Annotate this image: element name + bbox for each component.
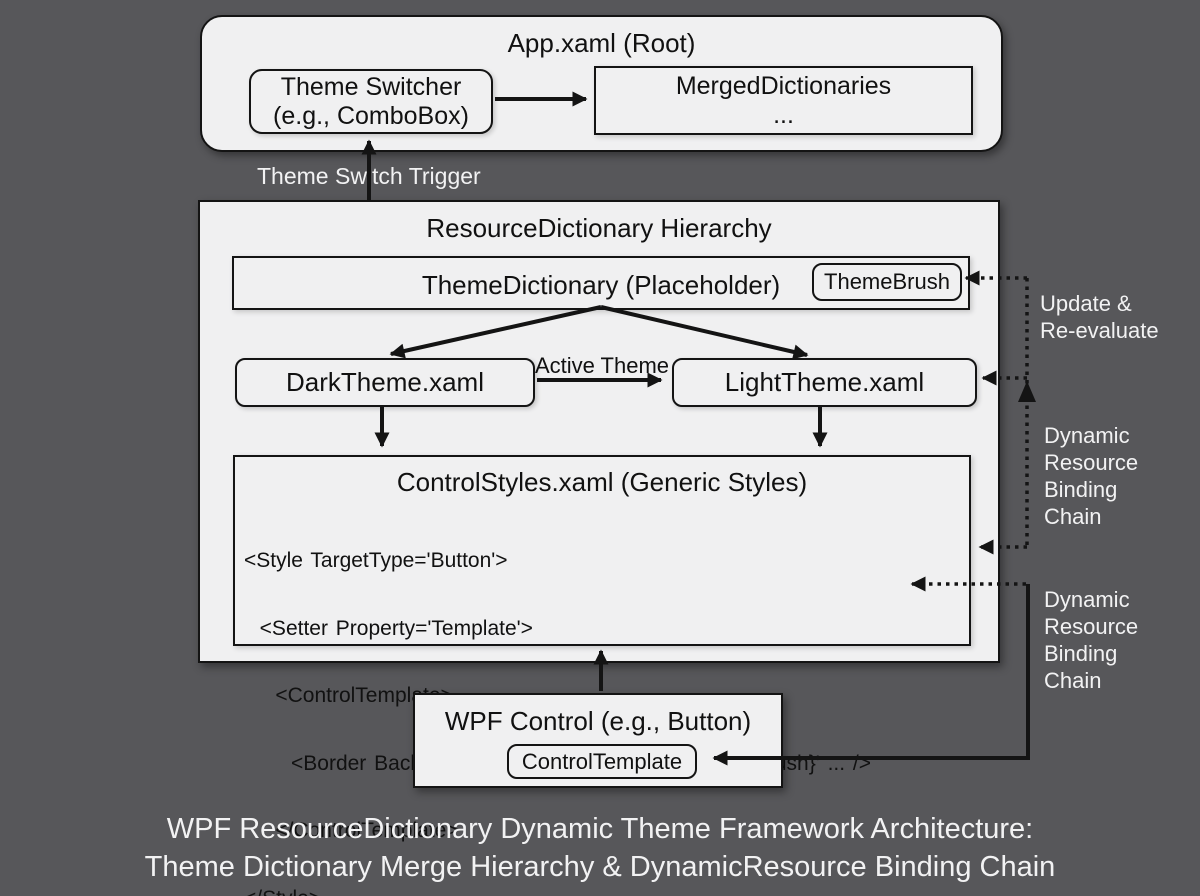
binding-chain-word: Binding xyxy=(1044,641,1118,666)
update-reevaluate-line1: Update & xyxy=(1040,291,1132,316)
app-xaml-root-box: App.xaml (Root) Theme Switcher (e.g., Co… xyxy=(200,15,1003,152)
active-theme-label: Active Theme xyxy=(534,353,670,378)
diagram-caption: WPF ResourceDictionary Dynamic Theme Fra… xyxy=(0,810,1200,886)
light-theme-box: LightTheme.xaml xyxy=(672,358,977,407)
merged-dictionaries-line1: MergedDictionaries xyxy=(675,71,892,100)
update-reevaluate-line2: Re-evaluate xyxy=(1040,318,1159,343)
theme-dictionary-box: ThemeDictionary (Placeholder) ThemeBrush xyxy=(232,256,970,310)
control-styles-title: ControlStyles.xaml (Generic Styles) xyxy=(396,467,808,497)
app-xaml-root-title: App.xaml (Root) xyxy=(507,28,696,58)
update-reevaluate-label: Update & Re-evaluate xyxy=(1040,290,1159,344)
theme-switcher-line2: (e.g., ComboBox) xyxy=(273,101,469,130)
code-line: </ControlTemplate> xyxy=(244,819,459,842)
wpf-control-box: WPF Control (e.g., Button) ControlTempla… xyxy=(413,693,783,788)
binding-chain-word: Resource xyxy=(1044,614,1139,639)
binding-chain-word: Chain xyxy=(1044,668,1102,693)
code-line: </Style> xyxy=(244,887,871,896)
theme-dictionary-label: ThemeDictionary (Placeholder) xyxy=(421,270,781,300)
binding-chain-word: Chain xyxy=(1044,504,1102,529)
binding-chain-word: Resource xyxy=(1044,450,1139,475)
caption-line2: Theme Dictionary Merge Hierarchy & Dynam… xyxy=(144,851,1056,883)
theme-brush-label: ThemeBrush xyxy=(824,269,950,294)
dotted-chain-up-arrowhead xyxy=(1018,381,1036,402)
control-template-label: ControlTemplate xyxy=(521,748,683,774)
control-styles-box: ControlStyles.xaml (Generic Styles) <Sty… xyxy=(233,455,971,896)
merged-dictionaries-ellipsis: ... xyxy=(773,100,794,129)
theme-switcher-line1: Theme Switcher xyxy=(280,72,462,101)
caption-line1: WPF ResourceDictionary Dynamic Theme Fra… xyxy=(166,813,1034,845)
theme-switcher-box: Theme Switcher (e.g., ComboBox) xyxy=(249,69,493,134)
binding-chain-label-upper: Dynamic Resource Binding Chain xyxy=(1044,422,1138,530)
resource-dictionary-hierarchy-box: ResourceDictionary Hierarchy ThemeDictio… xyxy=(198,200,1000,896)
binding-chain-word: Dynamic xyxy=(1044,587,1130,612)
dark-theme-box: DarkTheme.xaml xyxy=(235,358,535,407)
code-line: <Setter Property='Template'> xyxy=(244,616,533,640)
resource-dictionary-hierarchy-title: ResourceDictionary Hierarchy xyxy=(426,213,772,243)
binding-chain-word: Dynamic xyxy=(1044,423,1130,448)
dark-theme-label: DarkTheme.xaml xyxy=(286,367,484,397)
light-theme-label: LightTheme.xaml xyxy=(724,367,925,397)
code-line: <Style TargetType='Button'> xyxy=(244,549,508,572)
binding-chain-label-lower: Dynamic Resource Binding Chain xyxy=(1044,586,1138,694)
theme-switch-trigger-label: Theme Switch Trigger xyxy=(257,163,481,189)
code-line: <ControlTemplate> xyxy=(244,684,453,707)
control-template-box: ControlTemplate xyxy=(507,744,697,779)
merged-dictionaries-box: MergedDictionaries ... xyxy=(594,66,973,135)
binding-chain-word: Binding xyxy=(1044,477,1118,502)
wpf-control-title: WPF Control (e.g., Button) xyxy=(444,706,752,736)
theme-brush-box: ThemeBrush xyxy=(812,263,962,301)
